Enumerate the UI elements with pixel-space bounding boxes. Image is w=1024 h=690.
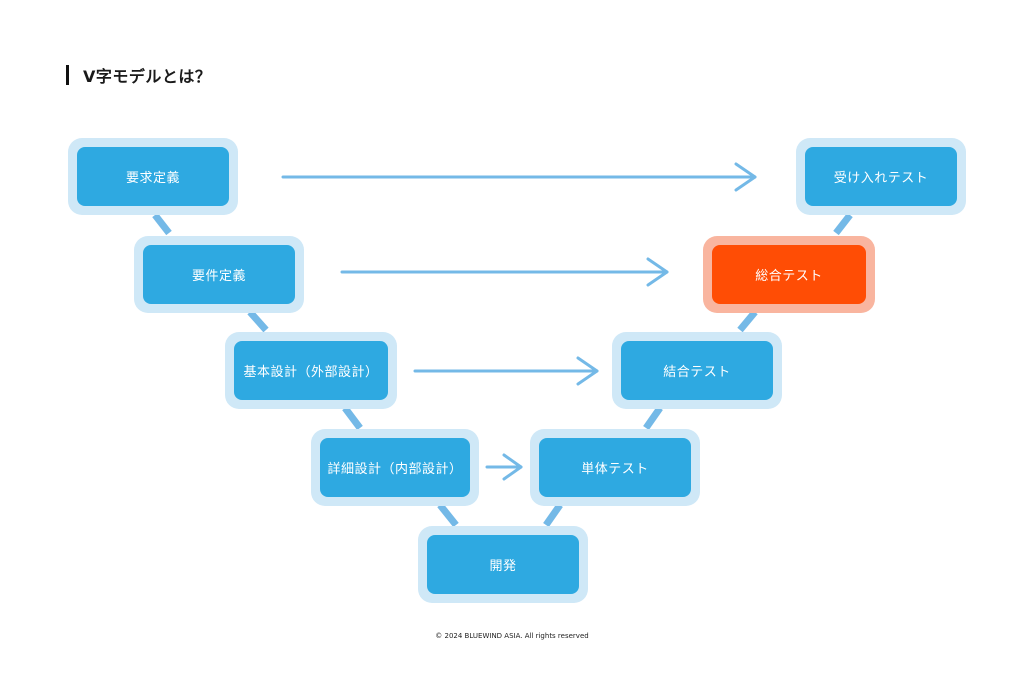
node-label: 開発 xyxy=(427,535,579,594)
connector-line xyxy=(247,309,269,333)
node-basic-design[interactable]: 基本設計（外部設計） xyxy=(225,332,397,409)
connector-line xyxy=(737,309,758,333)
page-title-group: V字モデルとは？ xyxy=(66,64,211,86)
arrow-spec-to-system-test xyxy=(340,257,669,287)
node-label: 要求定義 xyxy=(77,147,229,206)
node-detailed-design[interactable]: 詳細設計（内部設計） xyxy=(311,429,479,506)
arrow-requirements-to-acceptance xyxy=(281,162,757,192)
node-label: 詳細設計（内部設計） xyxy=(320,438,470,497)
arrow-basic-design-to-integration xyxy=(413,356,599,386)
connector-line xyxy=(643,405,663,431)
node-integration-test[interactable]: 結合テスト xyxy=(612,332,782,409)
connector-line xyxy=(437,502,459,528)
copyright-text: © 2024 BLUEWIND ASIA. All rights reserve… xyxy=(435,632,589,640)
arrow-detail-design-to-unit xyxy=(485,453,523,481)
node-development[interactable]: 開発 xyxy=(418,526,588,603)
node-label: 総合テスト xyxy=(712,245,866,304)
node-label: 要件定義 xyxy=(143,245,295,304)
page-title: V字モデルとは？ xyxy=(83,67,212,86)
node-label: 基本設計（外部設計） xyxy=(234,341,388,400)
node-label: 単体テスト xyxy=(539,438,691,497)
node-acceptance-test[interactable]: 受け入れテスト xyxy=(796,138,966,215)
node-requirements-definition[interactable]: 要求定義 xyxy=(68,138,238,215)
title-accent-bar xyxy=(66,65,69,85)
connector-line xyxy=(152,212,172,236)
connector-line xyxy=(342,405,363,431)
connector-line xyxy=(543,502,563,528)
node-unit-test[interactable]: 単体テスト xyxy=(530,429,700,506)
connector-line xyxy=(833,212,853,236)
node-system-test-highlighted[interactable]: 総合テスト xyxy=(703,236,875,313)
node-specification[interactable]: 要件定義 xyxy=(134,236,304,313)
node-label: 受け入れテスト xyxy=(805,147,957,206)
node-label: 結合テスト xyxy=(621,341,773,400)
